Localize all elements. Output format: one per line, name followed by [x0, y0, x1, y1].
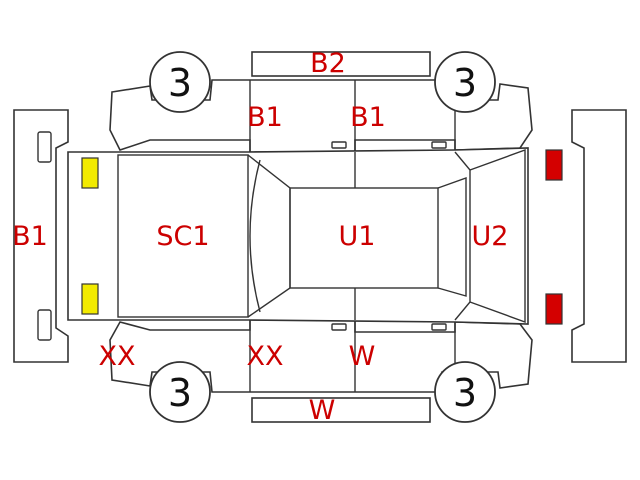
label-trunk: U2 [472, 221, 509, 252]
label-rear-bumper: B2 [310, 48, 346, 79]
tire-bottom-left: 3 [149, 361, 211, 423]
label-front-left-door: XX [247, 341, 284, 372]
label-front-bumper: B1 [12, 221, 48, 252]
taillight-top [545, 149, 563, 181]
tire-bottom-left-value: 3 [168, 371, 192, 415]
car-body-top-view [67, 147, 529, 325]
tire-top-left-value: 3 [168, 61, 192, 105]
tire-top-right: 3 [434, 51, 496, 113]
tire-top-right-value: 3 [453, 61, 477, 105]
rear-bumper [571, 109, 627, 363]
top-side-strip [251, 51, 431, 77]
front-bumper [13, 109, 69, 363]
taillight-bottom [545, 293, 563, 325]
label-roof: U1 [339, 221, 376, 252]
headlight-bottom [81, 283, 99, 315]
label-rear-left-door: W [349, 341, 376, 372]
tire-bottom-right-value: 3 [453, 371, 477, 415]
top-side-panel [109, 79, 533, 153]
bottom-side-strip [251, 397, 431, 423]
tire-bottom-right: 3 [434, 361, 496, 423]
label-door-left-rear: B1 [247, 102, 283, 133]
label-door-right-rear: B1 [350, 102, 386, 133]
label-side-sill: W [309, 395, 336, 426]
headlight-top [81, 157, 99, 189]
tire-top-left: 3 [149, 51, 211, 113]
label-hood: SC1 [156, 221, 209, 252]
label-front-left-corner: XX [99, 341, 136, 372]
